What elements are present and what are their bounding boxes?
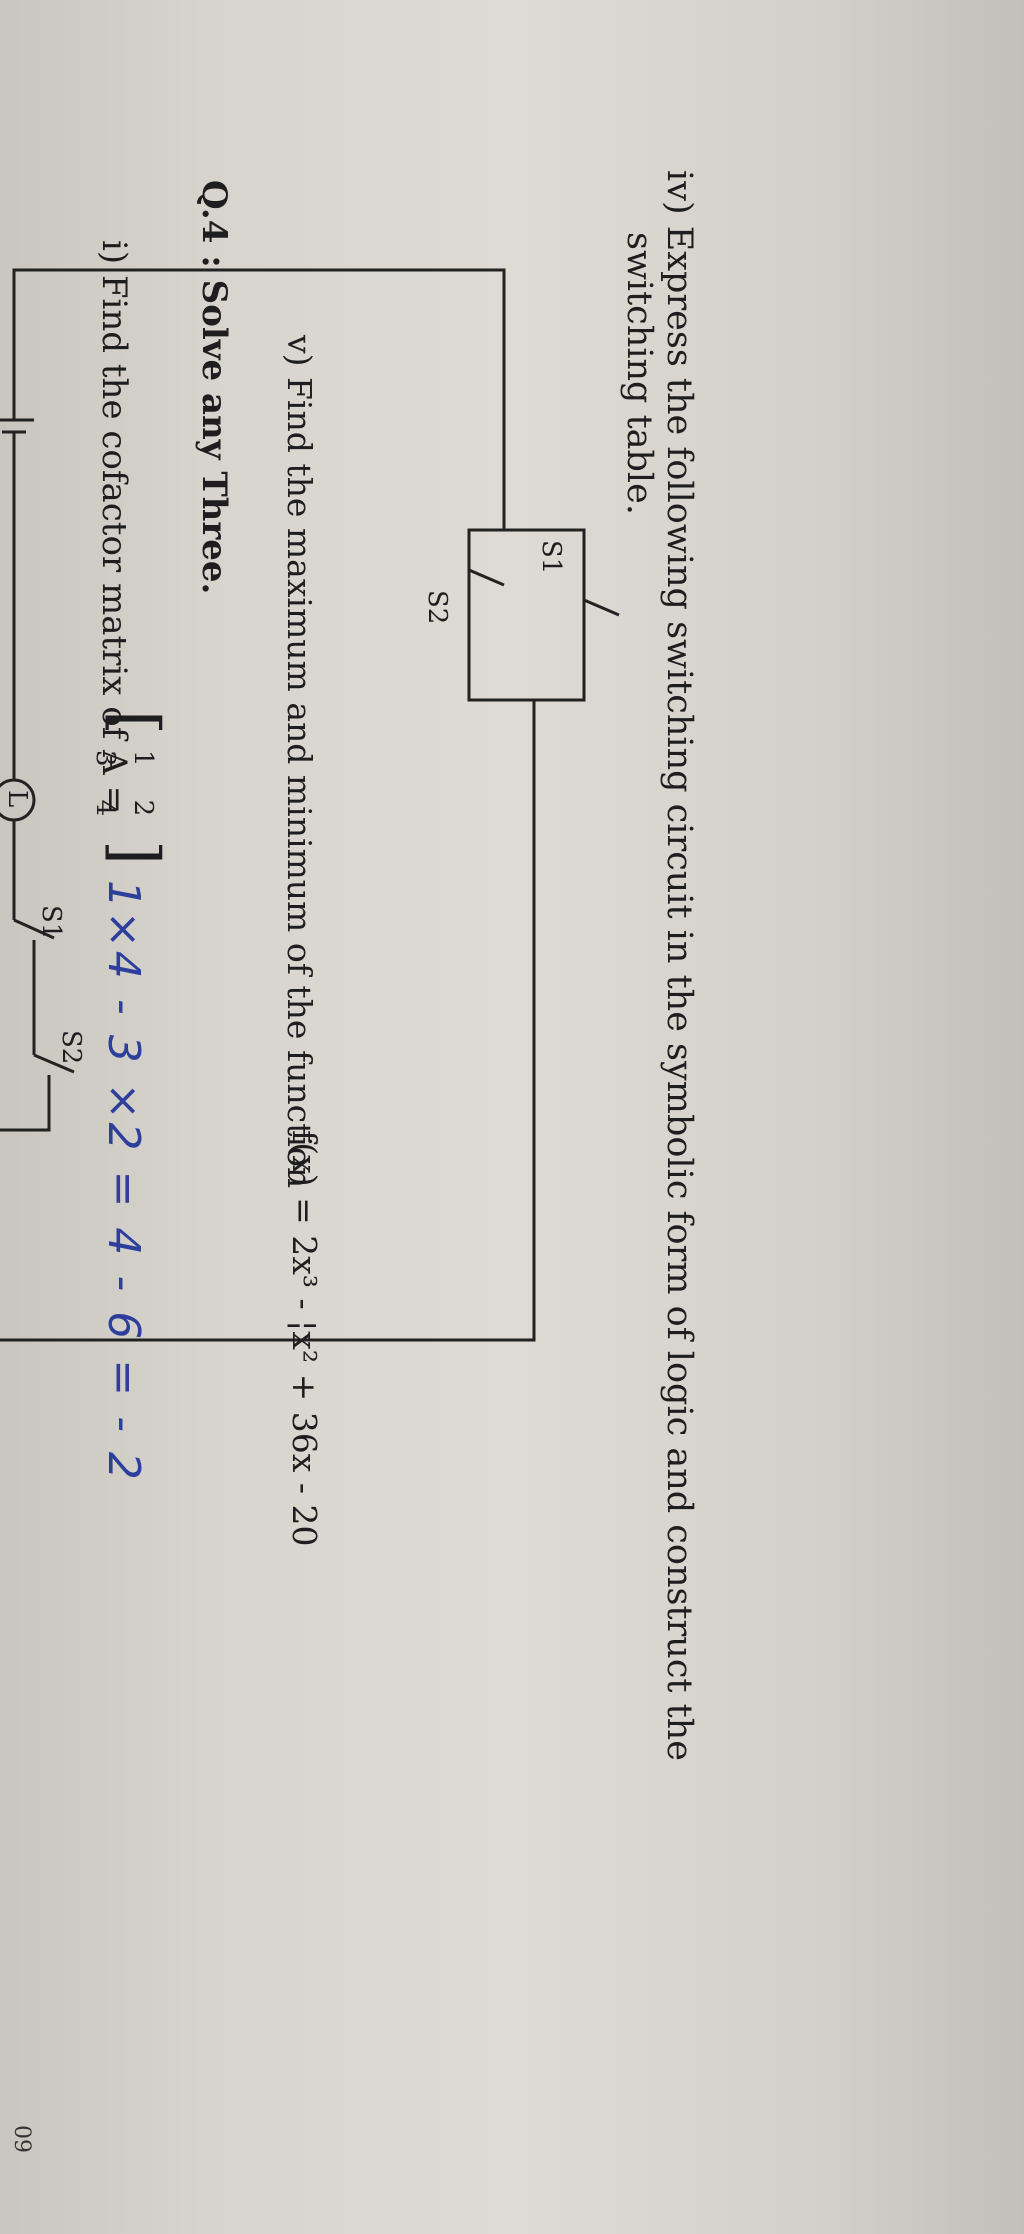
question-v-prefix: v) Find the maximum and minimum of the f… bbox=[280, 335, 319, 1189]
question-v-function: f(x) = 2x³ - ¦x² + 36x - 20 bbox=[285, 1130, 324, 1547]
matrix-row-1: 1 2 bbox=[128, 750, 158, 817]
matrix-row-2: 3 4 bbox=[90, 750, 120, 817]
parallel-block-bottom-branch bbox=[467, 528, 534, 702]
parallel-block-top-branch bbox=[534, 528, 586, 702]
series-switch-s2 bbox=[33, 1053, 75, 1074]
series-switch-s2-label: S2 bbox=[56, 1030, 86, 1065]
series-switch-s1-label: S1 bbox=[36, 905, 66, 940]
parallel-switch-s2 bbox=[468, 568, 505, 587]
lamp-label: L bbox=[2, 790, 32, 808]
question-4-heading: Q.4 : Solve any Three. bbox=[194, 180, 234, 595]
circuit-wire-left bbox=[12, 268, 506, 420]
circuit-wire-right bbox=[0, 760, 536, 1342]
parallel-switch-s1 bbox=[583, 598, 620, 617]
matrix-left-bracket: [ bbox=[98, 710, 172, 735]
parallel-switch-s2-label: S2 bbox=[422, 590, 452, 625]
matrix-right-bracket: ] bbox=[98, 840, 172, 865]
edge-mark: 09 bbox=[9, 2125, 34, 2153]
parallel-switch-s1-label: S1 bbox=[536, 540, 566, 575]
series-switch-s1 bbox=[13, 918, 55, 940]
handwritten-calculation: 1×4 - 3 ×2 = 4 - 6 = - 2 bbox=[98, 880, 149, 1483]
